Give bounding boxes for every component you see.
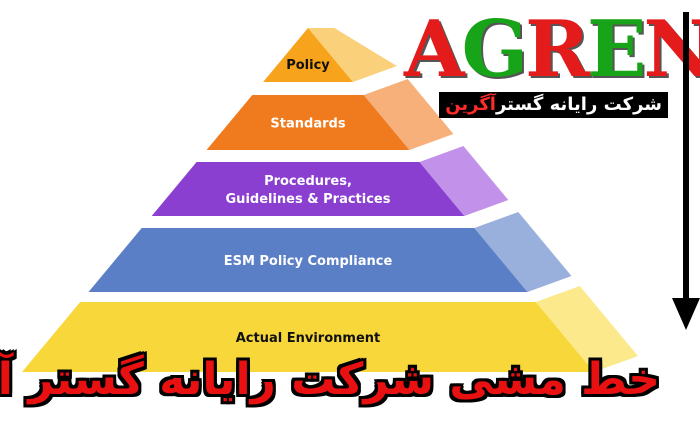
tier-side-face xyxy=(308,28,397,82)
agren-logo: AGREN شرکت رایانه گسترآگرین xyxy=(404,4,700,122)
logo-letter: N xyxy=(643,4,700,95)
tier-front-face xyxy=(22,302,594,372)
logo-subtitle: شرکت رایانه گسترآگرین xyxy=(439,92,668,118)
tier-label: Procedures, xyxy=(264,174,352,189)
tier-front-face xyxy=(151,162,465,216)
tier-label: Standards xyxy=(270,117,345,132)
logo-subtitle-main: شرکت رایانه گستر xyxy=(495,94,662,115)
logo-wordmark: AGREN xyxy=(404,4,700,95)
tier-side-face xyxy=(419,146,509,216)
tier-side-face xyxy=(363,79,454,150)
tier-front-face xyxy=(206,95,410,150)
caption-text: خط مشی شرکت رایانه گستر آگرین: xyxy=(0,354,660,405)
tier-label: Guidelines & Practices xyxy=(226,192,391,207)
logo-letter: A xyxy=(404,4,465,95)
tier-side-face xyxy=(535,286,638,372)
tier-side-face xyxy=(474,212,572,292)
tier-label: Actual Environment xyxy=(236,331,381,346)
logo-letter: E xyxy=(586,4,646,95)
tier-front-face xyxy=(263,28,353,82)
tier-label: ESM Policy Compliance xyxy=(224,254,393,269)
logo-letter: R xyxy=(525,4,590,95)
arrow-down-icon xyxy=(672,12,700,330)
logo-subtitle-highlight: آگرین xyxy=(445,94,496,115)
tier-front-face xyxy=(88,228,528,292)
tier-label: Policy xyxy=(286,58,330,73)
logo-letter: G xyxy=(461,4,529,95)
